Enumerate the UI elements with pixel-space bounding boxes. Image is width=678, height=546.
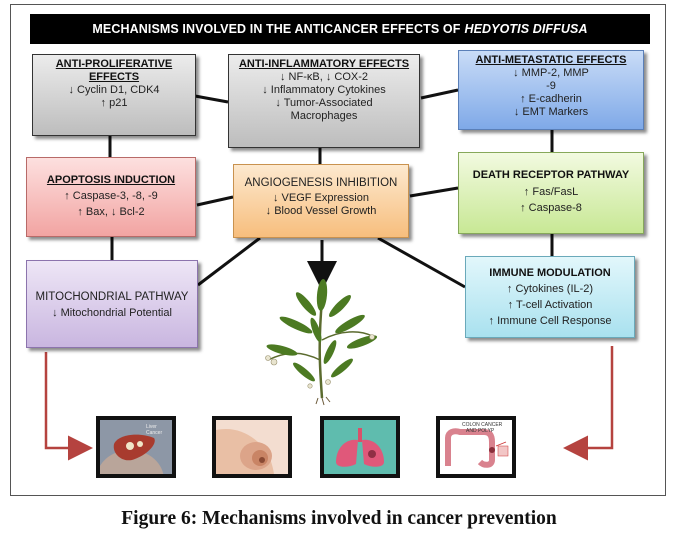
box-immune-modulation: IMMUNE MODULATION ↑ Cytokines (IL-2) ↑ T… bbox=[465, 256, 635, 338]
box-line: ↑ Cytokines (IL-2) bbox=[506, 283, 594, 295]
box-line: ↓ MMP-2, MMP bbox=[513, 67, 589, 79]
box-line: ↓ Tumor-Associated bbox=[275, 97, 373, 109]
connector-angio-mito bbox=[197, 236, 261, 287]
box-heading: MITOCHONDRIAL PATHWAY bbox=[35, 291, 189, 303]
box-line: ↑ E-cadherin bbox=[520, 93, 582, 105]
figure-caption: Figure 6: Mechanisms involved in cancer … bbox=[121, 508, 557, 529]
box-line: ↓ Mitochondrial Potential bbox=[52, 307, 172, 319]
connector-inflam-metast bbox=[420, 88, 459, 100]
hedyotis-plant-illustration bbox=[265, 279, 378, 406]
liver-cancer-thumbnail: Liver Cancer bbox=[96, 416, 176, 478]
box-anti-proliferative: ANTI-PROLIFERATIVE EFFECTS ↓ Cyclin D1, … bbox=[32, 54, 196, 136]
title-species: HEDYOTIS DIFFUSA bbox=[464, 22, 588, 36]
colon-label-line2: AND POLYP bbox=[466, 428, 495, 434]
box-line: ↓ Inflammatory Cytokines bbox=[262, 84, 386, 96]
black-connectors bbox=[108, 88, 554, 291]
liver-label: Liver Cancer bbox=[146, 424, 163, 436]
box-heading: ANTI-INFLAMMATORY EFFECTS bbox=[238, 58, 410, 70]
connector-apoptosis-angio bbox=[196, 195, 234, 207]
box-line: ↑ Fas/FasL bbox=[523, 186, 579, 198]
colon-label-line1: COLON CANCER bbox=[462, 422, 503, 428]
box-apoptosis-induction: APOPTOSIS INDUCTION ↑ Caspase-3, -8, -9 … bbox=[26, 157, 196, 237]
lung-image bbox=[324, 420, 396, 474]
box-heading: IMMUNE MODULATION bbox=[489, 267, 611, 279]
box-anti-inflammatory: ANTI-INFLAMMATORY EFFECTS ↓ NF-κB, ↓ COX… bbox=[228, 54, 420, 148]
box-heading: ANTI-PROLIFERATIVE EFFECTS bbox=[55, 58, 173, 83]
box-angiogenesis-inhibition: ANGIOGENESIS INHIBITION ↓ VEGF Expressio… bbox=[233, 164, 409, 238]
box-line: ↓ Blood Vessel Growth bbox=[265, 205, 377, 217]
box-line: ↑ Caspase-3, -8, -9 bbox=[64, 190, 158, 202]
box-line: ↑ Caspase-8 bbox=[520, 202, 582, 214]
box-heading: APOPTOSIS INDUCTION bbox=[46, 174, 176, 186]
red-arrows bbox=[44, 346, 614, 461]
box-heading: DEATH RECEPTOR PATHWAY bbox=[472, 169, 630, 181]
box-line: ↓ NF-κB, ↓ COX-2 bbox=[279, 71, 368, 83]
breast-image bbox=[216, 420, 288, 474]
box-line: ↓ Cyclin D1, CDK4 bbox=[68, 84, 160, 96]
box-heading: ANGIOGENESIS INHIBITION bbox=[244, 177, 398, 189]
liver-image bbox=[100, 420, 172, 474]
box-line: ↓ EMT Markers bbox=[513, 106, 589, 118]
arrow-right-to-colon bbox=[563, 346, 614, 461]
box-mitochondrial-pathway: MITOCHONDRIAL PATHWAY ↓ Mitochondrial Po… bbox=[26, 260, 198, 348]
connector-angio-death bbox=[409, 186, 459, 198]
colon-image bbox=[440, 420, 512, 474]
breast-cancer-thumbnail bbox=[212, 416, 292, 478]
box-line: -9 bbox=[546, 80, 556, 92]
box-line: ↑ Bax, ↓ Bcl-2 bbox=[77, 206, 145, 218]
arrow-left-to-liver bbox=[44, 352, 93, 461]
title-main: MECHANISMS INVOLVED IN THE ANTICANCER EF… bbox=[92, 22, 461, 36]
connector-angio-immune bbox=[377, 236, 466, 289]
box-line: ↑ Immune Cell Response bbox=[488, 315, 612, 327]
box-line: Macrophages bbox=[290, 110, 358, 122]
box-heading: ANTI-METASTATIC EFFECTS bbox=[475, 54, 627, 66]
box-anti-metastatic: ANTI-METASTATIC EFFECTS ↓ MMP-2, MMP -9 … bbox=[458, 50, 644, 130]
diagram-title: MECHANISMS INVOLVED IN THE ANTICANCER EF… bbox=[30, 14, 650, 44]
colon-cancer-thumbnail: COLON CANCER AND POLYP bbox=[436, 416, 516, 478]
box-death-receptor-pathway: DEATH RECEPTOR PATHWAY ↑ Fas/FasL ↑ Casp… bbox=[458, 152, 644, 234]
lung-cancer-thumbnail bbox=[320, 416, 400, 478]
box-line: ↑ T-cell Activation bbox=[507, 299, 593, 311]
connector-prolif-inflam bbox=[194, 94, 229, 104]
box-line: ↓ VEGF Expression bbox=[273, 192, 369, 204]
box-line: ↑ p21 bbox=[100, 97, 128, 109]
